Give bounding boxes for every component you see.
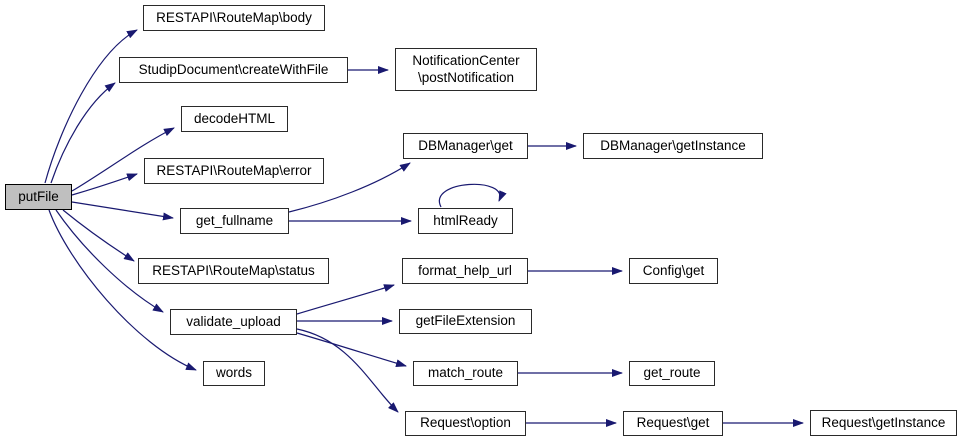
edge-putfile-decodehtml: [71, 127, 175, 192]
node-notificationcenter-postnotification[interactable]: NotificationCenter \postNotification: [395, 48, 537, 91]
node-decodehtml[interactable]: decodeHTML: [181, 106, 288, 132]
node-format-help-url[interactable]: format_help_url: [402, 258, 528, 284]
edge-htmlready-selfloop: [438, 183, 507, 208]
node-label-line1: NotificationCenter: [412, 52, 520, 68]
node-restapi-routemap-error[interactable]: RESTAPI\RouteMap\error: [144, 158, 324, 184]
edge-putfile-createwithfile: [50, 82, 116, 184]
node-words[interactable]: words: [203, 361, 265, 386]
node-studipdocument-createwithfile[interactable]: StudipDocument\createWithFile: [119, 57, 348, 83]
edge-putfile-body: [44, 29, 138, 184]
node-getfileextension[interactable]: getFileExtension: [399, 309, 532, 334]
node-restapi-routemap-status[interactable]: RESTAPI\RouteMap\status: [138, 258, 329, 284]
node-dbmanager-getinstance[interactable]: DBManager\getInstance: [583, 133, 763, 159]
node-label-line2: \postNotification: [417, 69, 515, 85]
node-restapi-routemap-body[interactable]: RESTAPI\RouteMap\body: [143, 5, 325, 31]
edge-validateupload-formathelpurl: [296, 284, 395, 315]
node-match-route[interactable]: match_route: [413, 361, 518, 386]
edge-putfile-status: [62, 209, 135, 262]
node-config-get[interactable]: Config\get: [629, 258, 718, 284]
edge-putfile-words: [48, 209, 197, 371]
edge-validateupload-requestoption: [296, 328, 399, 413]
edge-validateupload-matchroute: [296, 332, 407, 368]
node-request-getinstance[interactable]: Request\getInstance: [810, 410, 957, 436]
node-get-route[interactable]: get_route: [629, 361, 715, 386]
node-request-get[interactable]: Request\get: [623, 411, 723, 436]
edge-putfile-error: [71, 173, 138, 196]
node-get-fullname[interactable]: get_fullname: [180, 208, 289, 234]
edge-putfile-validateupload: [55, 209, 164, 313]
node-request-option[interactable]: Request\option: [405, 411, 526, 436]
node-validate-upload[interactable]: validate_upload: [170, 309, 297, 335]
edge-getfullname-dbmanagerget: [288, 162, 411, 213]
node-htmlready[interactable]: htmlReady: [418, 208, 513, 234]
node-dbmanager-get[interactable]: DBManager\get: [403, 133, 528, 159]
node-putfile[interactable]: putFile: [5, 184, 72, 210]
edge-putfile-getfullname: [71, 201, 174, 221]
